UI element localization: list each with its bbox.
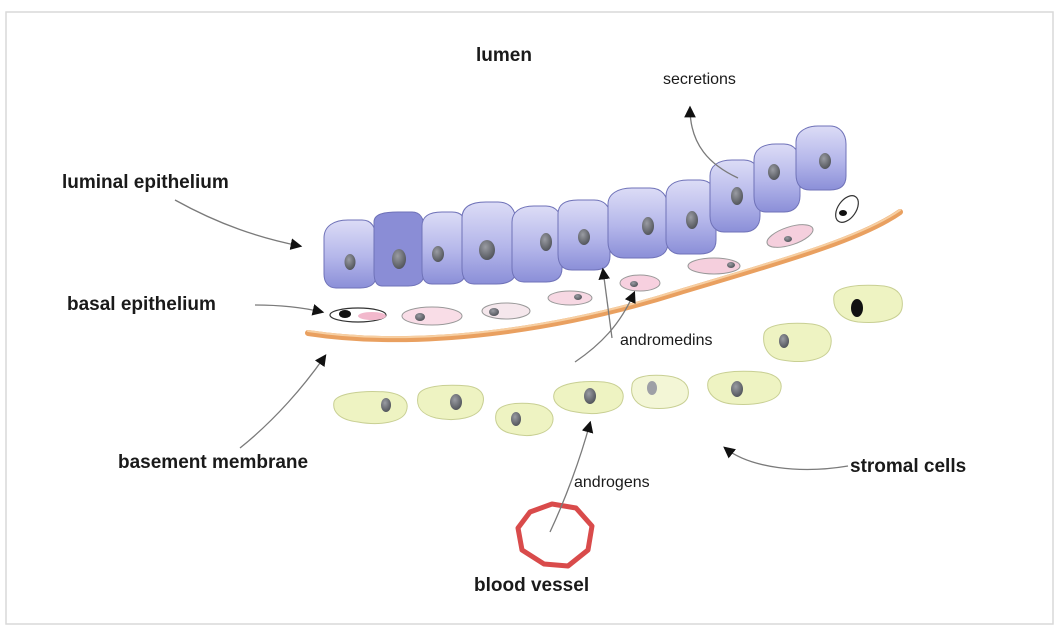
nucleus bbox=[489, 308, 499, 316]
luminal-cell bbox=[512, 206, 562, 282]
basal-cell bbox=[831, 192, 863, 227]
luminal-epithelium-label: luminal epithelium bbox=[62, 172, 229, 193]
basement-membrane-arrow bbox=[240, 356, 325, 448]
luminal-cell bbox=[710, 160, 760, 232]
basal-cell bbox=[688, 258, 740, 274]
basal-cell bbox=[482, 303, 530, 319]
androgens-label: androgens bbox=[574, 474, 650, 491]
stromal-cells-arrow bbox=[725, 448, 848, 469]
nucleus bbox=[432, 246, 444, 262]
stromal-cell bbox=[554, 382, 624, 414]
basal-cell bbox=[330, 308, 386, 322]
secretions-label: secretions bbox=[663, 71, 736, 88]
andromedins-label: andromedins bbox=[620, 332, 713, 349]
page-border bbox=[6, 12, 1053, 624]
stromal-cell bbox=[334, 391, 407, 423]
nucleus bbox=[584, 388, 596, 404]
nucleus bbox=[578, 229, 590, 245]
nucleus bbox=[540, 233, 552, 251]
stromal-cell bbox=[708, 371, 781, 404]
nucleus bbox=[479, 240, 495, 260]
basal-cell bbox=[764, 220, 815, 252]
nucleus bbox=[731, 187, 743, 205]
nucleus bbox=[642, 217, 654, 235]
nucleus bbox=[339, 310, 351, 318]
luminal-cell bbox=[324, 220, 376, 288]
stromal-cell bbox=[632, 375, 689, 408]
luminal-cell bbox=[608, 188, 668, 258]
stromal-cell bbox=[496, 403, 553, 435]
luminal-epithelium-arrow bbox=[175, 200, 300, 246]
luminal-cell bbox=[796, 126, 846, 190]
nucleus bbox=[345, 254, 356, 270]
nucleus bbox=[784, 236, 792, 242]
nucleus bbox=[819, 153, 831, 169]
basal-cell bbox=[548, 291, 592, 305]
basal-epithelium-arrow bbox=[255, 305, 322, 312]
luminal-cell bbox=[422, 212, 466, 284]
nucleus bbox=[450, 394, 462, 410]
stromal-cells-label: stromal cells bbox=[850, 456, 966, 477]
nucleus bbox=[647, 381, 657, 395]
lumen-label: lumen bbox=[476, 45, 532, 66]
nucleus bbox=[779, 334, 789, 348]
luminal-cell bbox=[558, 200, 610, 270]
blood-vessel-label: blood vessel bbox=[474, 575, 589, 596]
luminal-cell bbox=[754, 144, 800, 212]
nucleus bbox=[686, 211, 698, 229]
nucleus bbox=[630, 281, 638, 287]
nucleus bbox=[511, 412, 521, 426]
basal-cell bbox=[402, 307, 462, 325]
luminal-cell bbox=[666, 180, 716, 254]
nucleus bbox=[768, 164, 780, 180]
stromal-cell bbox=[834, 285, 903, 322]
nucleus bbox=[727, 262, 735, 268]
nucleus bbox=[851, 299, 863, 317]
luminal-cell bbox=[374, 212, 424, 286]
nucleus bbox=[574, 294, 582, 300]
nucleus bbox=[392, 249, 406, 269]
blood-vessel-shape bbox=[518, 504, 592, 566]
nucleus bbox=[415, 313, 425, 321]
nucleus bbox=[381, 398, 391, 412]
stromal-cell bbox=[764, 323, 832, 361]
nucleus bbox=[731, 381, 743, 397]
basal-cell bbox=[620, 275, 660, 291]
basement-membrane-label: basement membrane bbox=[118, 452, 308, 473]
andromedins-arrow-luminal bbox=[603, 270, 612, 338]
basal-epithelium-label: basal epithelium bbox=[67, 294, 216, 315]
stromal-cell bbox=[418, 385, 484, 419]
nucleus bbox=[839, 210, 847, 216]
luminal-cell bbox=[462, 202, 516, 284]
